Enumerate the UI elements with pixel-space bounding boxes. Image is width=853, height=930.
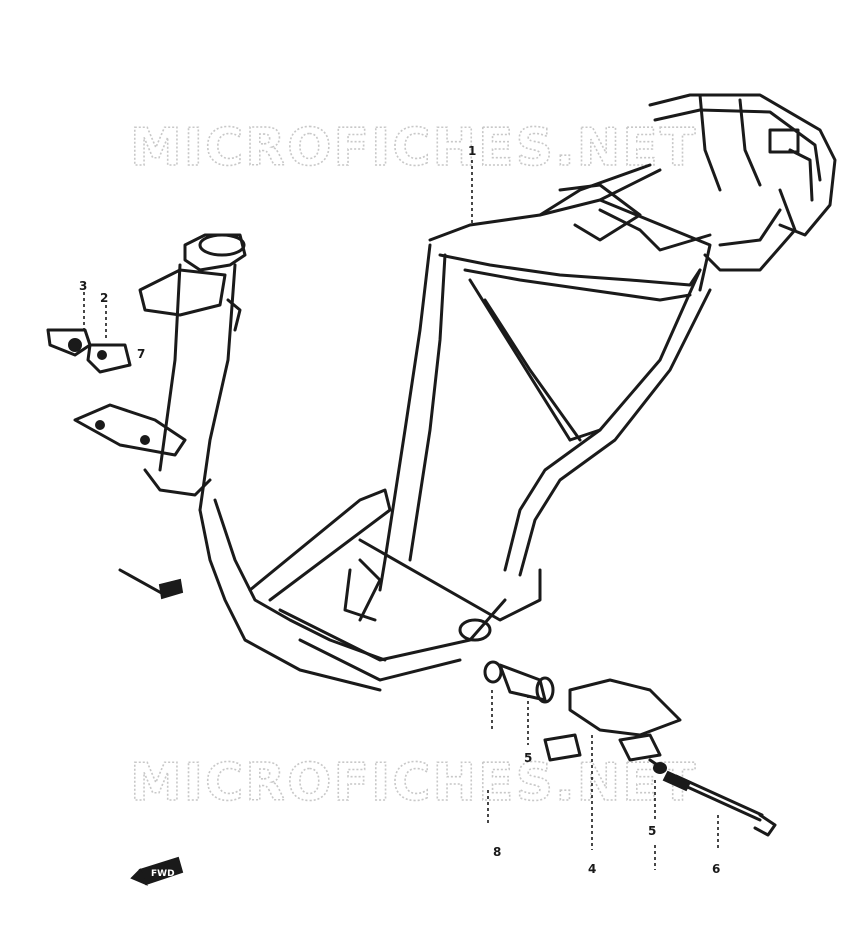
rear-rack bbox=[648, 93, 837, 272]
callout-5b: 5 bbox=[648, 824, 656, 838]
callout-5a: 5 bbox=[524, 751, 532, 765]
steering-head bbox=[138, 233, 247, 512]
callout-6: 6 bbox=[712, 862, 720, 876]
floor-frame bbox=[198, 488, 542, 692]
callout-2: 2 bbox=[100, 291, 108, 305]
callout-8: 8 bbox=[493, 845, 501, 859]
bracket-parts bbox=[46, 328, 187, 457]
leader-lines bbox=[83, 160, 719, 870]
callout-3: 3 bbox=[79, 279, 87, 293]
callout-4: 4 bbox=[588, 862, 596, 876]
fwd-label: FWD bbox=[151, 869, 175, 879]
stand-bracket bbox=[118, 568, 184, 600]
main-frame-tubes bbox=[378, 243, 712, 592]
mount-hardware bbox=[483, 660, 777, 837]
watermark-top: MICROFICHES.NET bbox=[130, 118, 697, 178]
callout-7: 7 bbox=[137, 347, 145, 361]
callout-1: 1 bbox=[468, 144, 476, 158]
watermark-bottom: MICROFICHES.NET bbox=[130, 753, 697, 813]
seat-frame bbox=[428, 163, 712, 302]
fwd-direction-tag: FWD bbox=[130, 856, 184, 886]
